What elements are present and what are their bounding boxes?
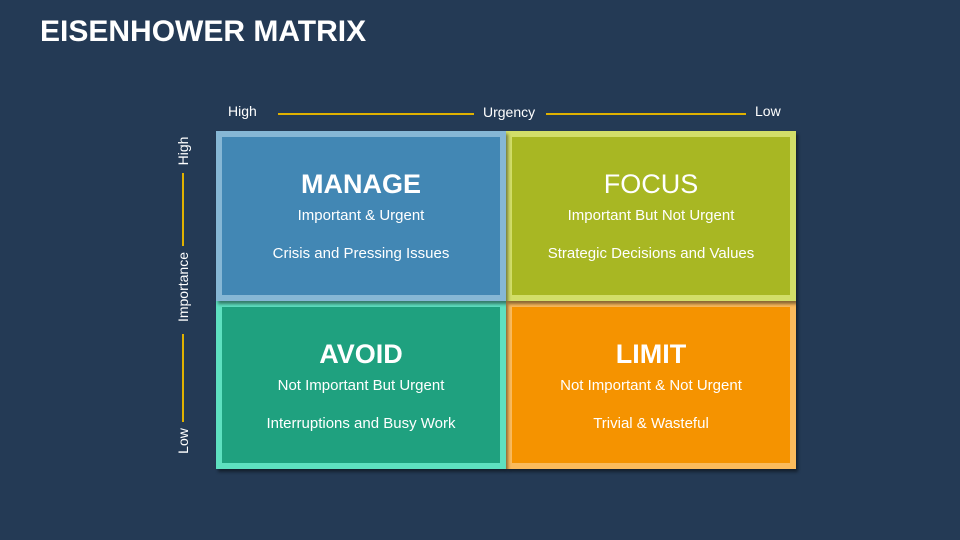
importance-high-label: High	[175, 136, 191, 166]
quadrant-description: Strategic Decisions and Values	[547, 245, 755, 262]
page-title: EISENHOWER MATRIX	[40, 15, 367, 48]
urgency-high-label: High	[228, 103, 257, 119]
quadrant-manage: MANAGE Important & Urgent Crisis and Pre…	[216, 131, 506, 301]
quadrant-description: Trivial & Wasteful	[593, 415, 709, 432]
importance-low-label: Low	[175, 428, 191, 454]
quadrant-title: LIMIT	[615, 339, 687, 369]
quadrant-subtitle: Not Important But Urgent	[277, 377, 445, 394]
quadrant-description: Crisis and Pressing Issues	[272, 245, 450, 262]
quadrant-title: FOCUS	[603, 169, 699, 199]
quadrant-avoid: AVOID Not Important But Urgent Interrupt…	[216, 301, 506, 469]
importance-axis-label: Importance	[175, 251, 191, 323]
quadrant-subtitle: Not Important & Not Urgent	[560, 377, 742, 394]
quadrant-description: Interruptions and Busy Work	[266, 415, 456, 432]
urgency-axis-label: Urgency	[483, 104, 536, 120]
urgency-low-label: Low	[755, 103, 781, 119]
quadrant-title: MANAGE	[301, 169, 421, 199]
quadrant-subtitle: Important But Not Urgent	[567, 207, 735, 224]
importance-axis-line-bottom	[182, 334, 184, 422]
urgency-axis-line-left	[278, 113, 474, 115]
quadrant-subtitle: Important & Urgent	[297, 207, 425, 224]
quadrant-title: AVOID	[319, 339, 403, 369]
quadrant-limit: LIMIT Not Important & Not Urgent Trivial…	[506, 301, 796, 469]
quadrant-focus: FOCUS Important But Not Urgent Strategic…	[506, 131, 796, 301]
urgency-axis-line-right	[546, 113, 746, 115]
importance-axis-line-top	[182, 173, 184, 246]
